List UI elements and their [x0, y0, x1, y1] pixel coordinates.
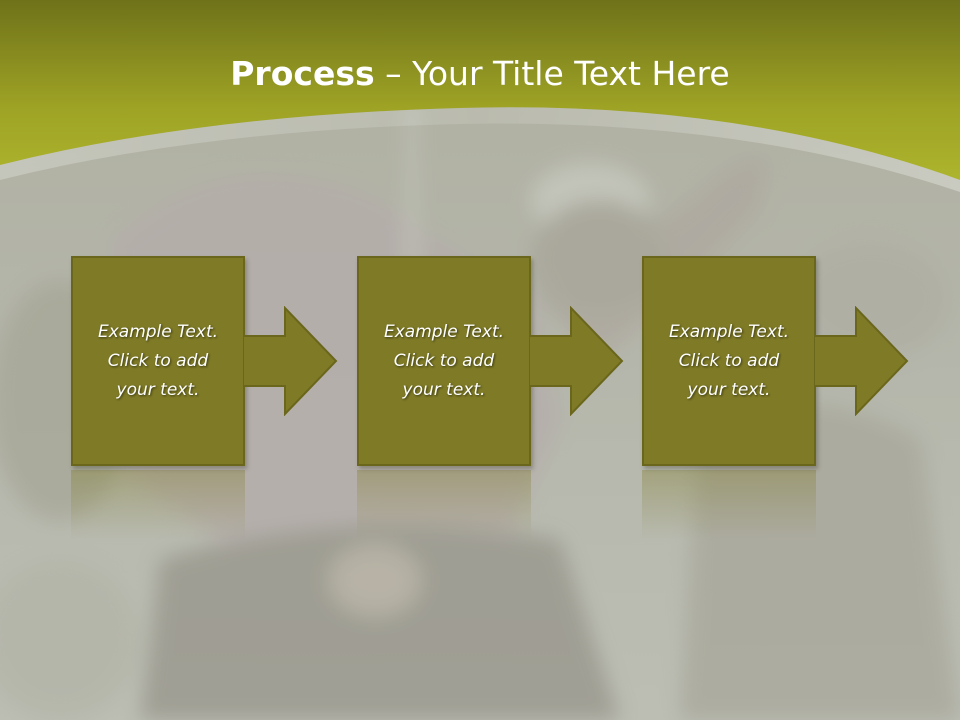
step-3-line-2: Click to add	[678, 350, 780, 371]
title-bold: Process	[230, 54, 375, 93]
step-2-line-2: Click to add	[393, 350, 495, 371]
step-2-reflection	[357, 470, 531, 540]
step-2-line-1: Example Text.	[383, 321, 505, 342]
step-1-reflection	[71, 470, 245, 540]
step-3-box[interactable]: Example Text. Click to add your text.	[642, 256, 816, 466]
step-1-line-3: your text.	[116, 379, 200, 400]
step-3-text: Example Text. Click to add your text.	[654, 318, 804, 405]
title-rest: – Your Title Text Here	[374, 54, 730, 93]
step-2-line-3: your text.	[402, 379, 486, 400]
header-band	[0, 0, 960, 192]
step-3-line-3: your text.	[687, 379, 771, 400]
slide-title[interactable]: Process – Your Title Text Here	[0, 52, 960, 96]
step-2-box[interactable]: Example Text. Click to add your text.	[357, 256, 531, 466]
step-2-text: Example Text. Click to add your text.	[369, 318, 519, 405]
step-3-reflection	[642, 470, 816, 540]
step-1-line-2: Click to add	[107, 350, 209, 371]
step-1-box[interactable]: Example Text. Click to add your text.	[71, 256, 245, 466]
step-3-arrow[interactable]	[814, 306, 910, 416]
step-1-text: Example Text. Click to add your text.	[83, 318, 233, 405]
step-2-arrow[interactable]	[529, 306, 625, 416]
step-1-arrow[interactable]	[243, 306, 339, 416]
step-3-line-1: Example Text.	[668, 321, 790, 342]
step-1-line-1: Example Text.	[97, 321, 219, 342]
